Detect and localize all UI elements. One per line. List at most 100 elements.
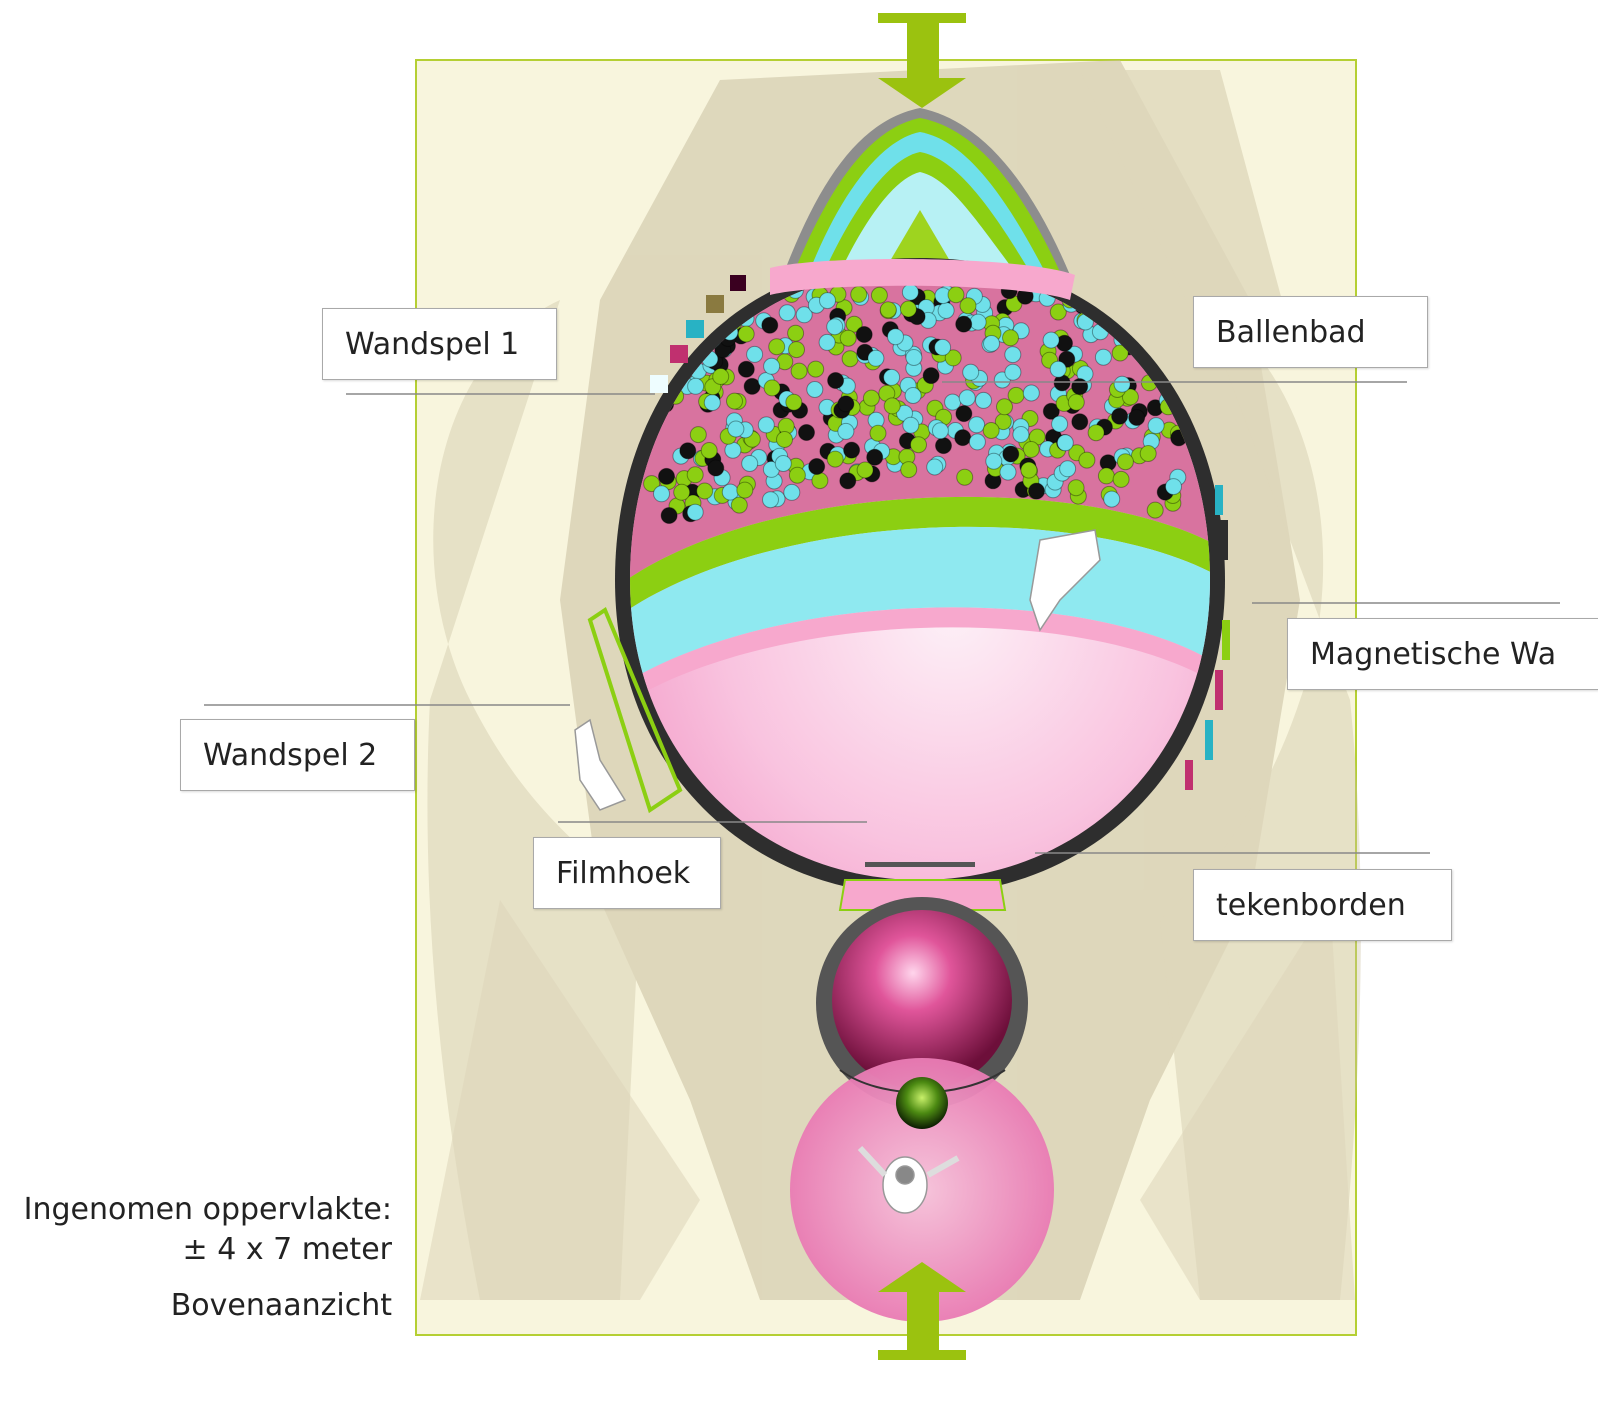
ball — [984, 336, 1000, 352]
ball — [900, 301, 916, 317]
ball — [927, 459, 943, 475]
ball — [983, 423, 999, 439]
ball — [764, 380, 780, 396]
ball — [789, 467, 805, 483]
ball — [1112, 408, 1128, 424]
ball — [970, 314, 986, 330]
ball — [827, 319, 843, 335]
ball — [1148, 418, 1164, 434]
ball — [969, 417, 985, 433]
ball — [969, 434, 985, 450]
ball — [986, 453, 1002, 469]
ball — [842, 351, 858, 367]
ball — [948, 287, 964, 303]
ball — [884, 398, 900, 414]
ball — [779, 305, 795, 321]
ball — [956, 316, 972, 332]
ball — [863, 390, 879, 406]
ball — [737, 482, 753, 498]
ball — [923, 368, 939, 384]
label-tekenborden: tekenborden — [1193, 869, 1452, 941]
ball — [1147, 502, 1163, 518]
ball — [812, 473, 828, 489]
ball — [819, 334, 835, 350]
ball — [1043, 332, 1059, 348]
ball — [1068, 480, 1084, 496]
ball — [997, 399, 1013, 415]
ball — [731, 497, 747, 513]
ball — [957, 469, 973, 485]
ball — [1140, 446, 1156, 462]
ball — [956, 406, 972, 422]
ball — [868, 350, 884, 366]
ball — [1013, 427, 1029, 443]
ball — [708, 460, 724, 476]
area-value: ± 4 x 7 meter — [183, 1232, 392, 1267]
ball — [1003, 446, 1019, 462]
ball — [1023, 442, 1039, 458]
ball — [935, 339, 951, 355]
label-filmhoek: Filmhoek — [533, 837, 721, 909]
label-wandspel-1: Wandspel 1 — [322, 308, 557, 380]
ball — [758, 417, 774, 433]
ball — [777, 432, 793, 448]
area-label: Ingenomen oppervlakte: — [24, 1192, 392, 1227]
ball — [789, 342, 805, 358]
ball — [840, 473, 856, 489]
ball — [959, 390, 975, 406]
ball — [827, 451, 843, 467]
ball — [1098, 468, 1114, 484]
ball — [1021, 462, 1037, 478]
ball — [963, 364, 979, 380]
ball — [738, 326, 754, 342]
label-ballenbad: Ballenbad — [1193, 296, 1428, 368]
ball — [674, 484, 690, 500]
ball — [840, 330, 856, 346]
ball — [697, 483, 713, 499]
ball — [1088, 425, 1104, 441]
ball — [902, 284, 918, 300]
ball — [799, 425, 815, 441]
ball — [856, 327, 872, 343]
ball — [690, 427, 706, 443]
ball — [901, 462, 917, 478]
ball — [1050, 361, 1066, 377]
ball — [955, 430, 971, 446]
ball — [1000, 464, 1016, 480]
ball — [728, 421, 744, 437]
ball — [936, 438, 952, 454]
ball — [870, 425, 886, 441]
ball — [1104, 491, 1120, 507]
ball — [654, 486, 670, 502]
ball — [844, 442, 860, 458]
ball — [1003, 330, 1019, 346]
ball — [786, 394, 802, 410]
ball — [851, 286, 867, 302]
ball — [1166, 479, 1182, 495]
ball — [1068, 394, 1084, 410]
ball — [1095, 349, 1111, 365]
ball — [888, 329, 904, 345]
ball — [1129, 410, 1145, 426]
ball — [838, 396, 854, 412]
ball — [763, 492, 779, 508]
ball — [680, 443, 696, 459]
label-magnetische-wand: Magnetische Wa — [1287, 618, 1598, 690]
ball — [688, 378, 704, 394]
ball — [911, 437, 927, 453]
ball — [661, 508, 677, 524]
ball — [820, 293, 836, 309]
ball — [906, 350, 922, 366]
ball — [701, 443, 717, 459]
ball — [784, 484, 800, 500]
ball — [1117, 454, 1133, 470]
ball — [788, 325, 804, 341]
ball — [762, 317, 778, 333]
ball — [769, 339, 785, 355]
ball — [809, 459, 825, 475]
ball — [687, 467, 703, 483]
ball — [1114, 376, 1130, 392]
ball — [807, 382, 823, 398]
ball — [903, 417, 919, 433]
